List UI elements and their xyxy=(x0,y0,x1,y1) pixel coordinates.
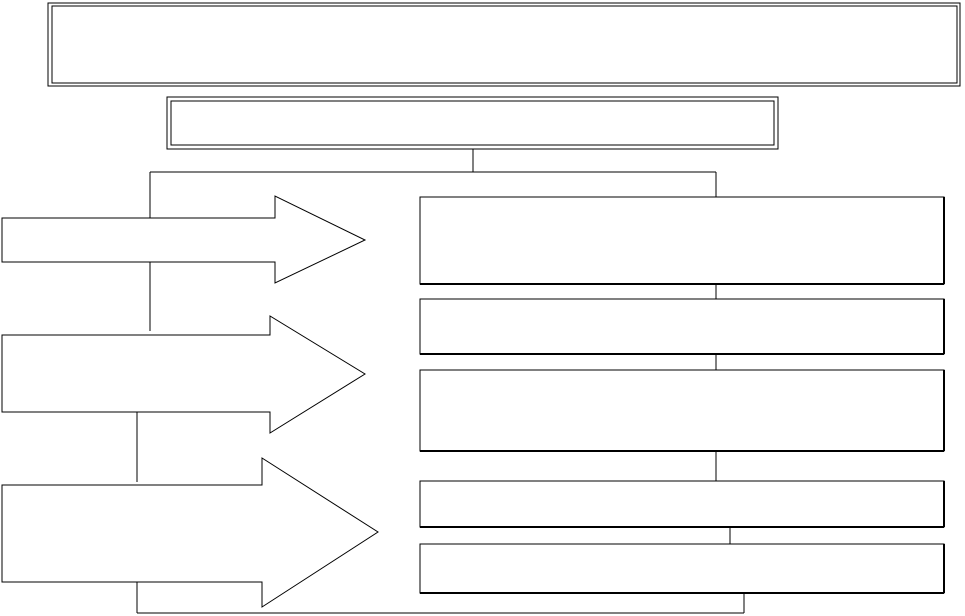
right-box-2 xyxy=(419,298,945,355)
right-box-5 xyxy=(419,543,945,594)
right-box-1 xyxy=(419,196,945,285)
arrow-1 xyxy=(1,195,367,284)
right-box-4 xyxy=(419,480,945,528)
title-box xyxy=(47,2,961,87)
arrow-3 xyxy=(1,457,379,608)
subtitle-box xyxy=(166,96,779,150)
connector-lines xyxy=(136,149,745,614)
arrow-2 xyxy=(1,315,366,434)
right-box-3 xyxy=(419,369,945,452)
